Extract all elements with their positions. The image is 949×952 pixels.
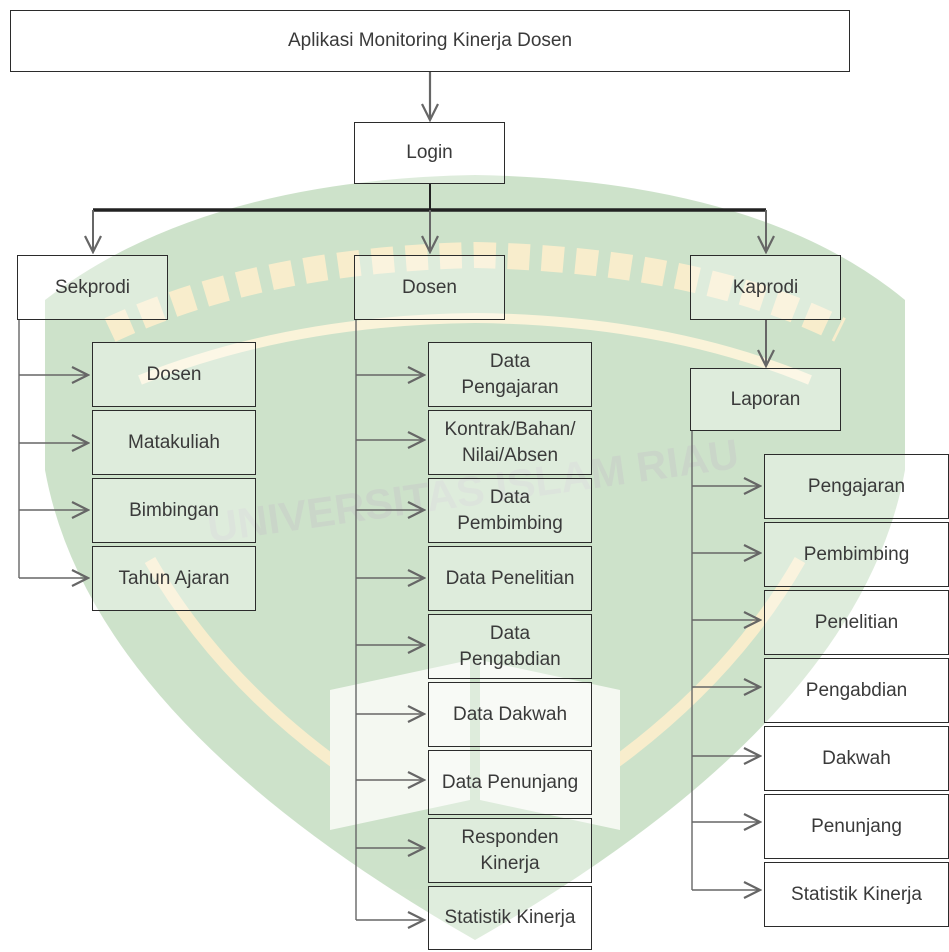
dosen-item-label: Data Penunjang	[441, 771, 579, 793]
kaprodi-item-node: Dakwah	[764, 726, 949, 791]
sekprodi-item-label: Tahun Ajaran	[118, 567, 230, 589]
role-dosen-node: Dosen	[354, 255, 505, 320]
dosen-item-label: Statistik Kinerja	[444, 907, 576, 928]
dosen-item-node: Data Pembimbing	[428, 478, 592, 543]
dosen-item-label: Data Dakwah	[452, 703, 568, 725]
dosen-item-node: Statistik Kinerja	[428, 886, 592, 950]
kaprodi-item-label: Pengajaran	[807, 475, 906, 497]
dosen-item-node: Data Penunjang	[428, 750, 592, 815]
kaprodi-item-node: Statistik Kinerja	[764, 862, 949, 927]
dosen-item-node: Responden Kinerja	[428, 818, 592, 883]
kaprodi-item-label: Pengabdian	[805, 679, 908, 701]
kaprodi-item-node: Pengabdian	[764, 658, 949, 723]
role-kaprodi-label: Kaprodi	[732, 276, 799, 298]
dosen-item-label: Data Pengabdian	[459, 622, 561, 670]
kaprodi-item-label: Penunjang	[811, 815, 902, 837]
dosen-item-label: Data Pengajaran	[461, 350, 559, 398]
kaprodi-item-node: Pembimbing	[764, 522, 949, 587]
dosen-item-label: Kontrak/Bahan/ Nilai/Absen	[444, 418, 576, 466]
kaprodi-item-node: Pengajaran	[764, 454, 949, 519]
login-label: Login	[406, 142, 453, 163]
kaprodi-item-label: Statistik Kinerja	[791, 883, 922, 905]
kaprodi-item-node: Penelitian	[764, 590, 949, 655]
sekprodi-item-node: Tahun Ajaran	[92, 546, 256, 611]
laporan-node: Laporan	[690, 368, 841, 431]
login-node: Login	[354, 122, 505, 184]
kaprodi-item-label: Pembimbing	[803, 543, 910, 565]
dosen-item-node: Data Pengabdian	[428, 614, 592, 679]
laporan-label: Laporan	[730, 388, 801, 410]
sekprodi-item-label: Matakuliah	[128, 431, 220, 453]
kaprodi-item-node: Penunjang	[764, 794, 949, 859]
dosen-item-label: Data Penelitian	[445, 567, 575, 589]
dosen-item-node: Data Dakwah	[428, 682, 592, 747]
app-title-node: Aplikasi Monitoring Kinerja Dosen	[10, 10, 850, 72]
sekprodi-item-node: Dosen	[92, 342, 256, 407]
sekprodi-item-node: Matakuliah	[92, 410, 256, 475]
role-sekprodi-node: Sekprodi	[17, 255, 168, 320]
dosen-item-label: Data Pembimbing	[457, 486, 563, 534]
role-sekprodi-label: Sekprodi	[55, 276, 130, 298]
sekprodi-item-label: Bimbingan	[129, 499, 219, 521]
kaprodi-item-label: Penelitian	[814, 611, 899, 633]
role-dosen-label: Dosen	[402, 276, 457, 298]
app-title-label: Aplikasi Monitoring Kinerja Dosen	[287, 30, 573, 51]
dosen-item-node: Kontrak/Bahan/ Nilai/Absen	[428, 410, 592, 475]
dosen-item-label: Responden Kinerja	[461, 826, 559, 874]
sekprodi-item-label: Dosen	[146, 363, 202, 385]
role-kaprodi-node: Kaprodi	[690, 255, 841, 320]
dosen-item-node: Data Penelitian	[428, 546, 592, 611]
dosen-item-node: Data Pengajaran	[428, 342, 592, 407]
kaprodi-item-label: Dakwah	[822, 747, 891, 769]
sekprodi-item-node: Bimbingan	[92, 478, 256, 543]
